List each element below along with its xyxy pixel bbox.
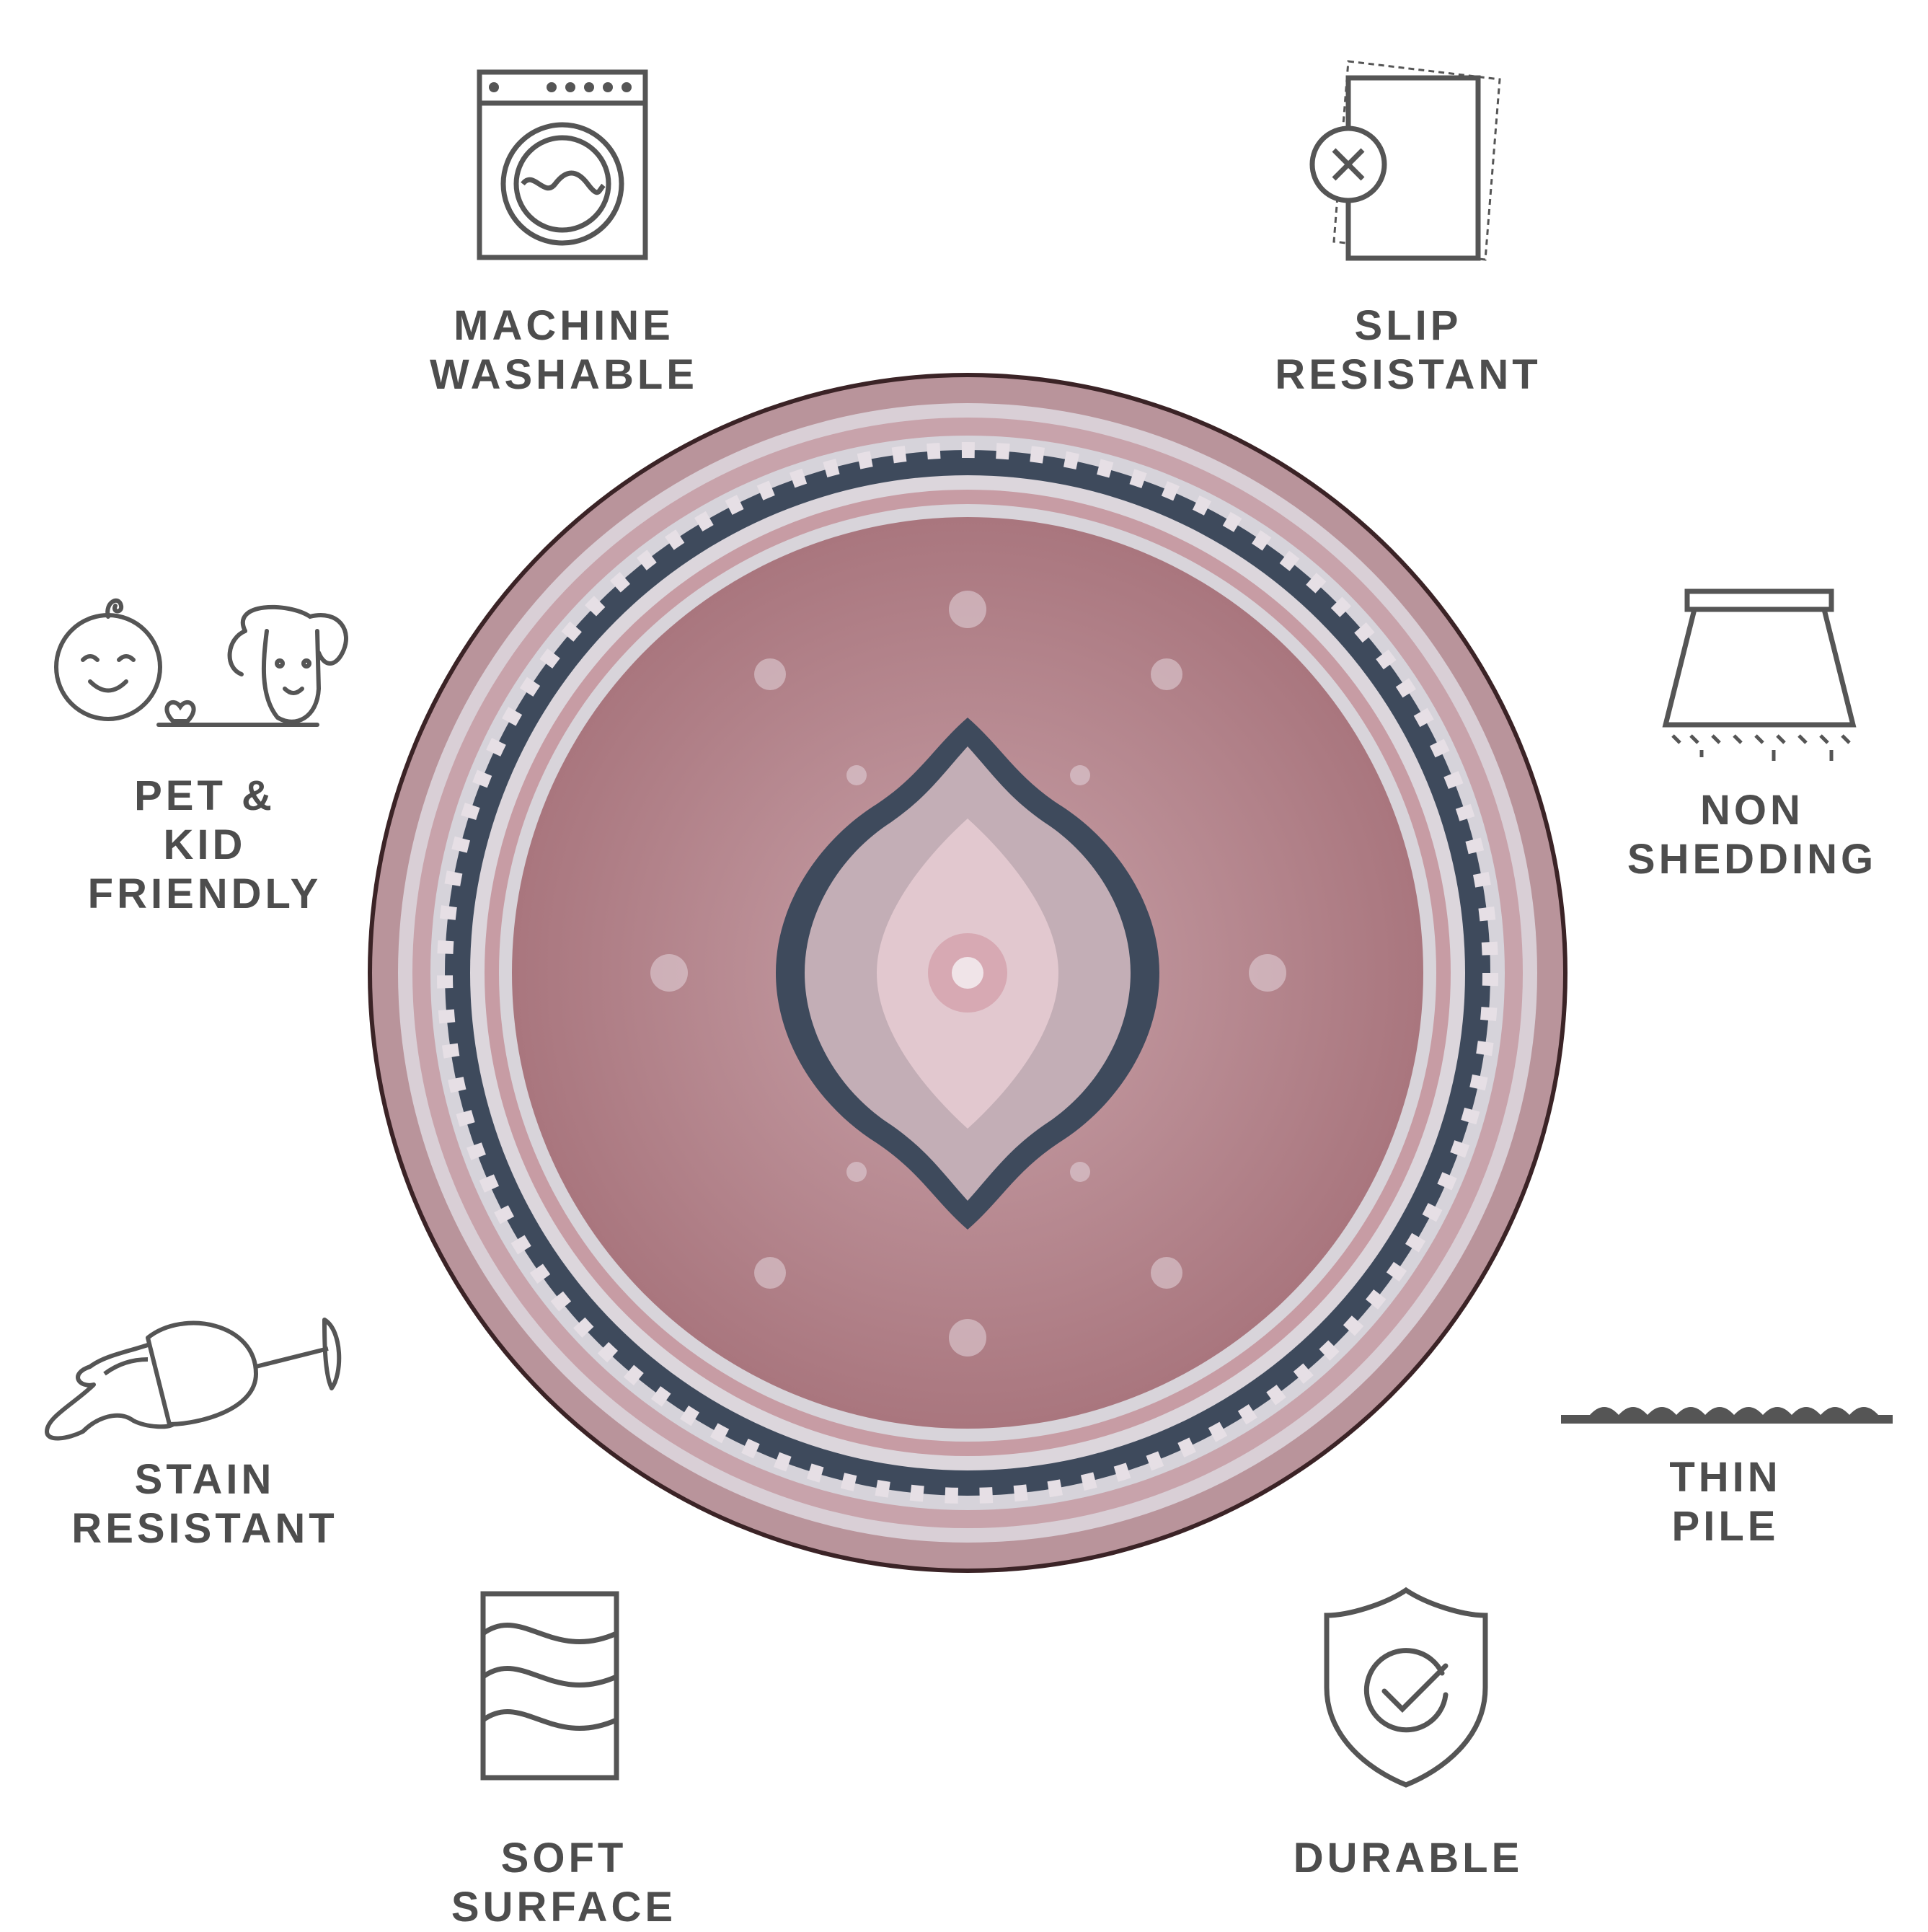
spilled-wine-glass-icon [45, 1318, 342, 1441]
soft-waves-icon [480, 1591, 619, 1781]
thin-pile-icon [1561, 1407, 1893, 1424]
baby-and-dog-icon [54, 598, 348, 727]
shield-check-icon [1324, 1587, 1488, 1788]
feature-label: MACHINE WASHABLE [430, 302, 698, 398]
washing-machine-icon [477, 69, 648, 260]
feature-label: SLIP RESISTANT [1275, 302, 1542, 398]
round-rug-image [368, 373, 1567, 1573]
non-shedding-icon [1662, 588, 1857, 761]
feature-label: DURABLE [1293, 1835, 1524, 1882]
feature-label: PET & KID FRIENDLY [87, 772, 322, 917]
feature-label: SOFT SURFACE [451, 1835, 677, 1931]
feature-label: STAIN RESISTANT [71, 1456, 338, 1552]
slip-resistant-pad-icon [1309, 60, 1501, 261]
feature-label: THIN PILE [1669, 1454, 1782, 1550]
feature-label: NON SHEDDING [1627, 787, 1878, 883]
